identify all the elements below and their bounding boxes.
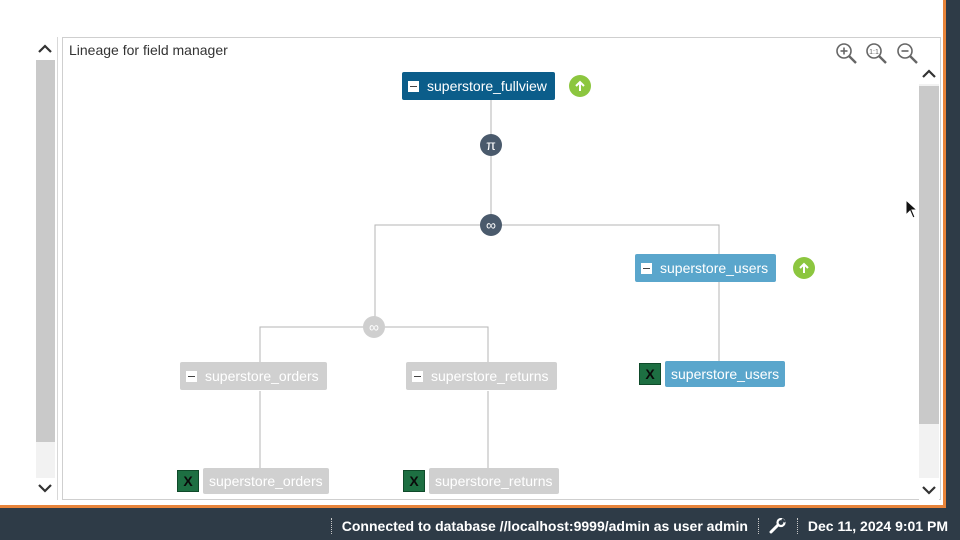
connection-status: Connected to database //localhost:9999/a… (341, 517, 748, 534)
source-label: superstore_users (665, 361, 786, 387)
left-panel (0, 37, 58, 500)
arrow-up-icon[interactable] (793, 257, 815, 279)
node-label: superstore_orders (205, 368, 319, 384)
chevron-down-icon (922, 486, 936, 495)
right-scroll-up-button[interactable] (919, 64, 939, 84)
source-label: superstore_orders (203, 468, 329, 494)
zoom-out-icon[interactable] (895, 41, 921, 65)
lineage-panel: Lineage for field manager 1:1 (62, 37, 941, 500)
operator-symbol: π (486, 137, 496, 153)
collapse-icon[interactable] (186, 370, 197, 382)
status-separator (330, 517, 332, 534)
arrow-up-icon[interactable] (569, 75, 591, 97)
panel-title: Lineage for field manager (69, 42, 228, 58)
source-superstore-orders[interactable]: X superstore_orders (177, 468, 329, 494)
svg-text:1:1: 1:1 (869, 49, 879, 56)
operator-symbol: ∞ (486, 217, 496, 233)
collapse-icon[interactable] (412, 370, 423, 382)
node-superstore-orders[interactable]: superstore_orders (180, 362, 327, 390)
collapse-icon[interactable] (641, 262, 652, 274)
left-scroll-up-button[interactable] (35, 39, 55, 59)
chevron-up-icon (38, 44, 52, 53)
right-scroll-down-button[interactable] (919, 480, 939, 500)
zoom-reset-icon[interactable]: 1:1 (864, 41, 890, 65)
excel-icon: X (403, 470, 425, 492)
status-datetime: Dec 11, 2024 9:01 PM (807, 517, 948, 534)
node-superstore-returns[interactable]: superstore_returns (406, 362, 557, 390)
node-label: superstore_returns (431, 368, 549, 384)
source-superstore-returns[interactable]: X superstore_returns (403, 468, 559, 494)
node-label: superstore_fullview (427, 78, 547, 94)
source-label: superstore_returns (429, 468, 559, 494)
left-scrollbar-thumb[interactable] (36, 60, 55, 442)
edge-join-branches (374, 224, 720, 334)
node-superstore-users[interactable]: superstore_users (635, 254, 777, 282)
app-frame: Lineage for field manager 1:1 (0, 0, 946, 508)
chevron-down-icon (38, 484, 52, 493)
status-separator (796, 517, 798, 534)
node-label: superstore_users (660, 260, 769, 276)
operator-symbol: ∞ (369, 319, 379, 335)
wrench-icon[interactable] (769, 517, 787, 534)
status-bar: Connected to database //localhost:9999/a… (0, 511, 960, 540)
projection-operator[interactable]: π (480, 134, 502, 156)
right-scrollbar-thumb[interactable] (919, 86, 939, 424)
left-scroll-down-button[interactable] (35, 478, 55, 498)
subjoin-operator[interactable]: ∞ (363, 316, 385, 338)
mouse-cursor-icon (905, 199, 919, 219)
node-superstore-fullview[interactable]: superstore_fullview (402, 72, 555, 100)
excel-icon: X (639, 363, 661, 385)
collapse-icon[interactable] (408, 80, 419, 92)
status-separator (757, 517, 759, 534)
excel-icon: X (177, 470, 199, 492)
source-superstore-users[interactable]: X superstore_users (639, 361, 786, 387)
zoom-in-icon[interactable] (834, 41, 860, 65)
chevron-up-icon (922, 69, 936, 78)
join-operator[interactable]: ∞ (480, 214, 502, 236)
